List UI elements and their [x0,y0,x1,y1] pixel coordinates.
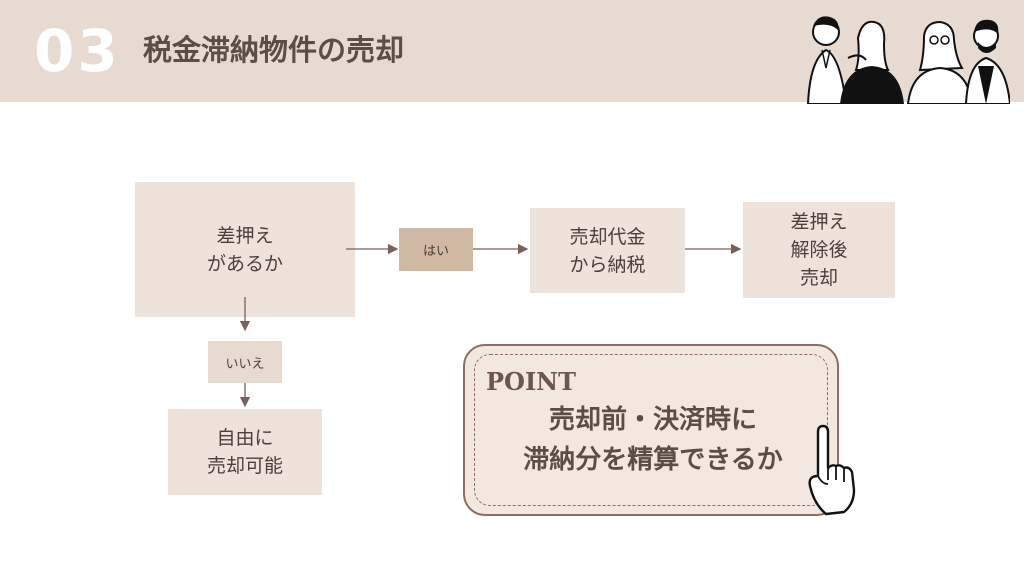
page-title: 税金滞納物件の売却 [143,33,405,67]
free-sale-box: 自由に 売却可能 [168,409,322,495]
point-callout [463,344,839,516]
pointing-hand-icon [808,424,856,516]
release-then-sell-box: 差押え 解除後 売却 [743,202,895,298]
question-box: 差押え があるか [135,182,355,317]
yes-label: はい [399,228,473,271]
people-illustration-icon [806,16,1010,104]
point-label: POINT [486,367,576,396]
point-text: 売却前・決済時に 滞納分を精算できるか [523,405,783,475]
header-bar: 03 税金滞納物件の売却 [0,0,1024,104]
section-number: 03 [34,17,121,85]
no-label: いいえ [208,341,282,383]
pay-from-proceeds-box: 売却代金 から納税 [530,208,685,293]
